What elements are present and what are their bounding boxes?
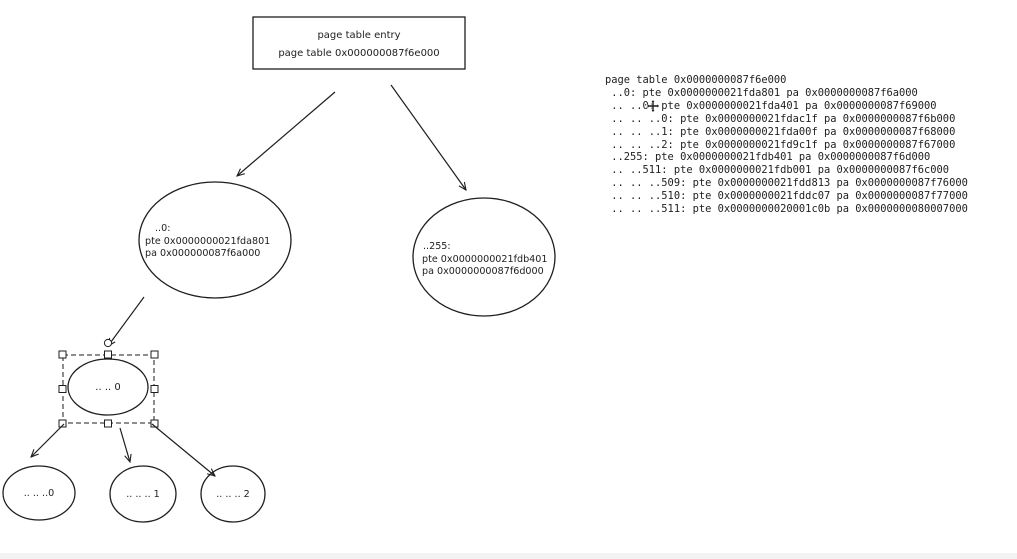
- resize-handle-bottom-right[interactable]: [150, 419, 159, 428]
- leaf-node-0-label: .. .. ..0: [24, 488, 55, 499]
- arrow-level2-to-leaf-1[interactable]: [119, 427, 130, 462]
- leaf-node-1[interactable]: .. .. .. 1: [109, 465, 177, 523]
- output-line: .. .. ..509: pte 0x0000000021fdd813 pa 0…: [605, 177, 968, 190]
- selected-node[interactable]: .. .. 0: [58, 338, 159, 428]
- rotate-handle[interactable]: [103, 338, 113, 348]
- arrow-left-to-level2[interactable]: [108, 296, 145, 346]
- resize-handle-bottom[interactable]: [104, 419, 112, 428]
- output-line: ..255: pte 0x0000000021fdb401 pa 0x00000…: [605, 151, 931, 164]
- left-node-pte: pte 0x0000000021fda801: [145, 236, 270, 247]
- output-line: .. .. ..2: pte 0x0000000021fd9c1f pa 0x0…: [605, 138, 956, 151]
- leaf-node-0-ellipse: [2, 465, 76, 521]
- leaf-node-0[interactable]: .. .. ..0: [2, 465, 76, 521]
- arrow-root-to-right[interactable]: [390, 84, 466, 190]
- leaf-node-2-ellipse: [200, 465, 266, 523]
- output-line: page table 0x0000000087f6e000: [605, 74, 787, 86]
- root-node-title: page table entry: [317, 30, 400, 41]
- right-node-index: ..255:: [423, 241, 451, 252]
- move-cursor-icon: [646, 99, 660, 113]
- right-node-pa: pa 0x0000000087f6d000: [422, 266, 544, 277]
- output-line: ..0: pte 0x0000000021fda801 pa 0x0000000…: [605, 86, 918, 99]
- left-node-ellipse: [138, 181, 292, 299]
- page-table-output: page table 0x0000000087f6e000 ..0: pte 0…: [605, 74, 968, 216]
- output-line: .. .. ..511: pte 0x0000000020001c0b pa 0…: [605, 203, 968, 216]
- resize-handle-top[interactable]: [104, 350, 112, 359]
- bottom-edge-bar: [0, 553, 1017, 559]
- resize-handle-right[interactable]: [150, 385, 159, 393]
- resize-handle-left[interactable]: [58, 385, 67, 393]
- left-node[interactable]: ..0: pte 0x0000000021fda801 pa 0x0000000…: [138, 181, 292, 299]
- output-line: .. .. ..1: pte 0x0000000021fda00f pa 0x0…: [605, 125, 956, 138]
- arrow-level2-to-leaf-2[interactable]: [151, 423, 215, 476]
- leaf-node-1-ellipse: [109, 465, 177, 523]
- output-line: .. .. ..510: pte 0x0000000021fddc07 pa 0…: [605, 190, 968, 203]
- resize-handle-top-left[interactable]: [58, 350, 67, 359]
- arrow-level2-to-leaf-0[interactable]: [31, 423, 65, 457]
- right-node-ellipse: [412, 197, 556, 317]
- leaf-node-2[interactable]: .. .. .. 2: [200, 465, 266, 523]
- output-line: .. ..511: pte 0x0000000021fdb001 pa 0x00…: [605, 164, 950, 177]
- leaf-node-1-label: .. .. .. 1: [126, 489, 160, 500]
- right-node[interactable]: ..255: pte 0x0000000021fdb401 pa 0x00000…: [412, 197, 556, 317]
- output-line: .. ..0: pte 0x0000000021fda401 pa 0x0000…: [605, 99, 937, 112]
- selected-node-ellipse: [67, 358, 149, 416]
- resize-handle-top-right[interactable]: [150, 350, 159, 359]
- leaf-node-2-label: .. .. .. 2: [216, 489, 250, 500]
- left-node-index: ..0:: [155, 223, 170, 234]
- root-node-box: [252, 16, 466, 70]
- root-node-address: page table 0x000000087f6e000: [278, 48, 439, 59]
- selected-node-label: .. .. 0: [95, 382, 120, 393]
- right-node-pte: pte 0x0000000021fdb401: [422, 254, 548, 265]
- arrow-root-to-left[interactable]: [237, 91, 336, 176]
- resize-handle-bottom-left[interactable]: [58, 419, 67, 428]
- root-node[interactable]: page table entry page table 0x000000087f…: [252, 16, 466, 70]
- output-line: .. .. ..0: pte 0x0000000021fdac1f pa 0x0…: [605, 112, 956, 125]
- left-node-pa: pa 0x000000087f6a000: [145, 248, 260, 259]
